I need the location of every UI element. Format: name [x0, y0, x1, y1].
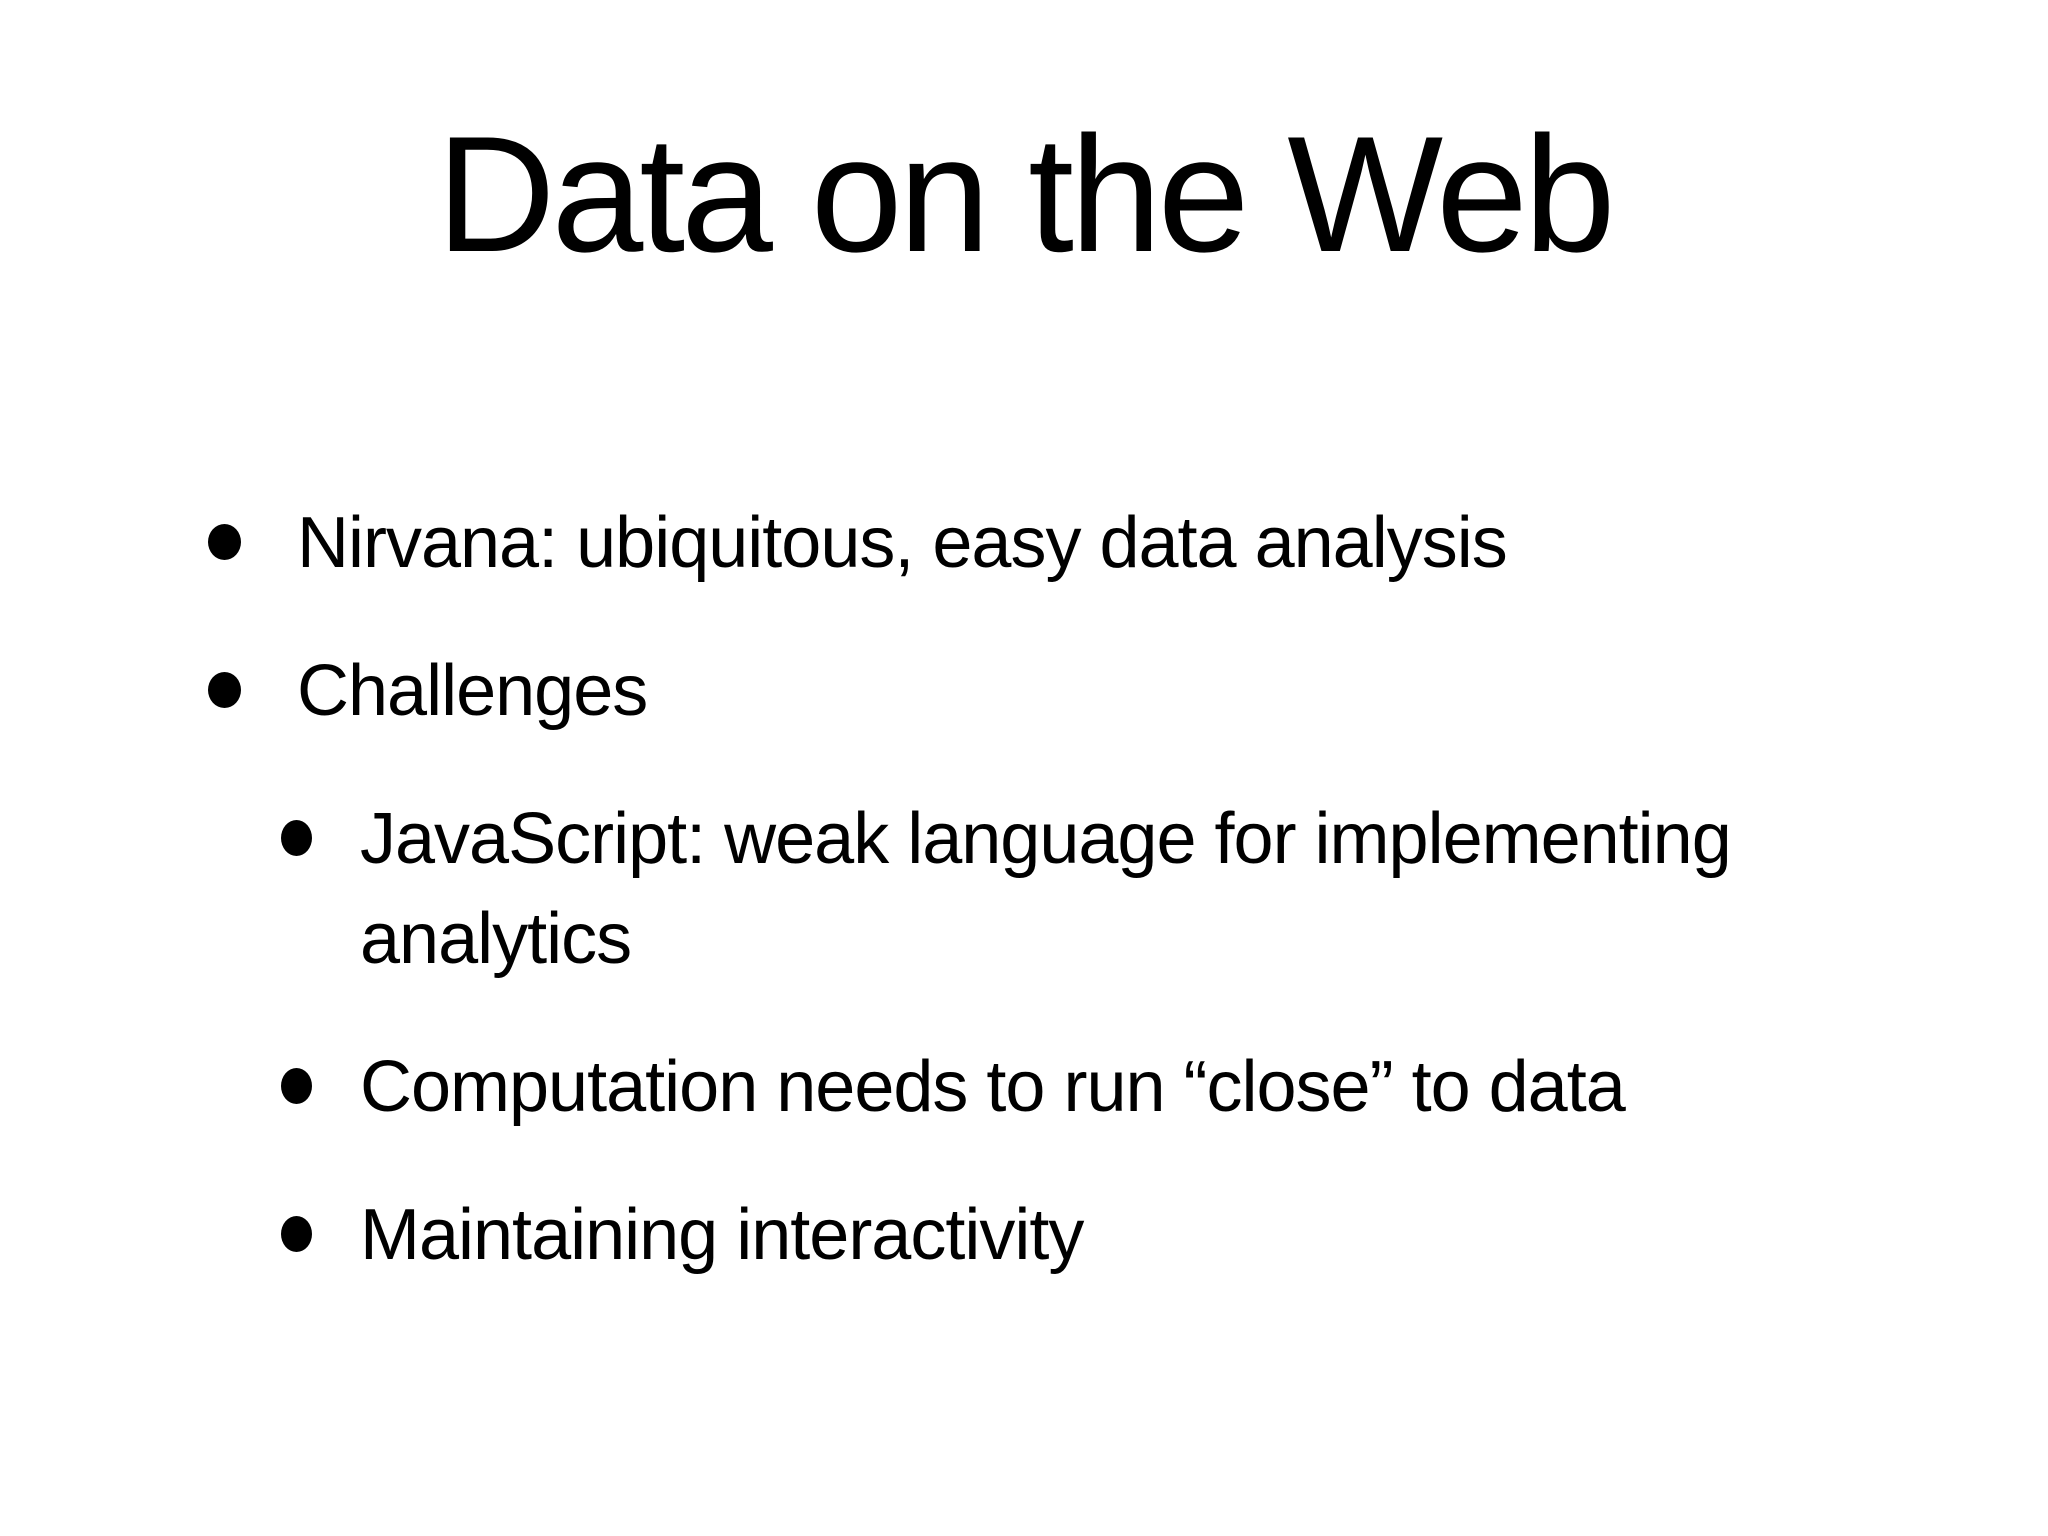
- bullet-dot-icon: [208, 672, 241, 708]
- bullet-item: Computation needs to run “close” to data: [0, 1037, 2048, 1137]
- bullet-dot-icon: [281, 1216, 312, 1252]
- bullet-text: Computation needs to run “close” to data: [360, 1047, 1626, 1127]
- bullet-text: Maintaining interactivity: [360, 1195, 1084, 1275]
- bullet-list: Nirvana: ubiquitous, easy data analysis …: [0, 493, 2048, 1285]
- bullet-dot-icon: [208, 524, 241, 560]
- bullet-text: JavaScript: weak language for implementi…: [360, 799, 1732, 979]
- bullet-item: Nirvana: ubiquitous, easy data analysis: [0, 493, 2048, 593]
- bullet-item: Maintaining interactivity: [0, 1185, 2048, 1285]
- bullet-dot-icon: [281, 820, 312, 856]
- bullet-text: Challenges: [297, 651, 648, 731]
- bullet-dot-icon: [281, 1068, 312, 1104]
- bullet-text: Nirvana: ubiquitous, easy data analysis: [297, 503, 1508, 583]
- bullet-item: Challenges: [0, 641, 2048, 741]
- slide-title: Data on the Web: [436, 102, 1615, 286]
- bullet-item: JavaScript: weak language for implementi…: [0, 789, 2048, 989]
